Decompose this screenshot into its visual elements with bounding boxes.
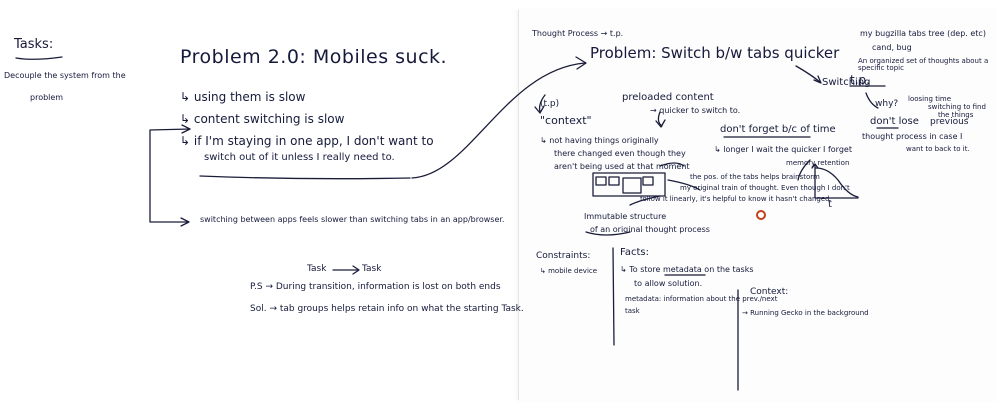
- longer-wait: ↳ longer I wait the quicker I forget: [714, 145, 852, 154]
- facts-divider: [612, 247, 615, 346]
- facts-item-1-line-2: to allow solution.: [634, 279, 703, 288]
- graph-axis-t: t: [828, 199, 832, 210]
- thought-process-label: Thought Process → t.p.: [532, 29, 624, 38]
- long-curved-arrow: [411, 62, 586, 179]
- immutable-line-2: of an original thought process: [590, 225, 710, 234]
- right-problem-heading: Problem: Switch b/w tabs quicker: [590, 44, 840, 62]
- not-having-line-3: aren't being used at that moment: [554, 162, 690, 171]
- sol-line: Sol. → tab groups helps retain info on w…: [250, 304, 524, 314]
- preloaded-line-2: → quicker to switch to.: [650, 106, 741, 115]
- loosing-line-3: the things: [938, 111, 974, 119]
- problem-point-1: ↳ using them is slow: [180, 90, 306, 104]
- dont-lose: don't lose: [870, 116, 919, 127]
- tp-label: t.p.: [850, 73, 870, 87]
- tabs-pos-line-3: follow it linearly, it's helpful to know…: [640, 195, 832, 203]
- dont-forget: don't forget b/c of time: [720, 124, 836, 135]
- problem-point-3-line-2: switch out of it unless I really need to…: [204, 152, 395, 163]
- memory-graph-axes: [814, 164, 859, 199]
- bracket-arrow-bottom: [180, 217, 190, 227]
- problem-point-2: ↳ content switching is slow: [180, 112, 345, 126]
- tasks-heading: Tasks:: [14, 37, 54, 52]
- facts-heading: Facts:: [620, 247, 649, 258]
- task-label-right: Task: [362, 264, 382, 274]
- why-label: why?: [875, 99, 899, 109]
- tasks-line-1: Decouple the system from the: [4, 71, 126, 80]
- thought-process-case: thought process in case I: [862, 132, 963, 141]
- tabs-pos-line-1: the pos. of the tabs helps brainstorm: [690, 173, 820, 181]
- long-arrow-head: [575, 56, 587, 70]
- context-heading: Context:: [750, 287, 789, 297]
- right-whiteboard-panel: [518, 10, 997, 400]
- loosing-line-1: loosing time: [908, 95, 952, 103]
- facts-item-1-line-1: ↳ To store metadata on the tasks: [620, 265, 754, 274]
- organized-thoughts: An organized set of thoughts about a spe…: [858, 57, 989, 73]
- ps-line: P.S → During transition, information is …: [250, 282, 501, 292]
- bugzilla-line-1: my bugzilla tabs tree (dep. etc): [860, 29, 986, 38]
- bracket-arrow-top: [181, 124, 191, 134]
- constraints-item: ↳ mobile device: [540, 267, 598, 275]
- left-bracket: [149, 128, 191, 223]
- tabs-pos-line-2: my original train of thought. Even thoug…: [680, 184, 850, 192]
- tp-tag: (t.p): [540, 99, 560, 109]
- firefox-logo: [756, 210, 766, 220]
- context-item: → Running Gecko in the background: [742, 309, 869, 317]
- preloaded-line-1: preloaded content: [622, 92, 714, 103]
- preloaded-arrow: [657, 111, 663, 127]
- want-back: want to back to it.: [906, 145, 970, 153]
- switching-label: Switching: [822, 77, 871, 88]
- memory-graph-curve: [815, 167, 859, 198]
- task-label-left: Task: [307, 264, 327, 274]
- tasks-underline: [15, 56, 63, 60]
- previous-label: previous: [930, 117, 969, 127]
- switching-arrow: [795, 65, 821, 83]
- facts-item-2-line-2: task: [625, 307, 640, 315]
- loosing-line-2: switching to find: [928, 103, 986, 111]
- immutable-line-1: Immutable structure: [584, 212, 667, 221]
- not-having-line-1: ↳ not having things originally: [540, 136, 659, 145]
- point3-underline: [199, 175, 411, 180]
- problem-title: Problem 2.0: Mobiles suck.: [180, 46, 448, 68]
- tab-strip-sketch: [592, 172, 666, 197]
- problem-point-3-line-1: ↳ if I'm staying in one app, I don't wan…: [180, 134, 434, 148]
- context-quote: "context": [540, 114, 592, 127]
- not-having-line-2: there changed even though they: [554, 149, 686, 158]
- bugzilla-line-2: cand, bug: [872, 43, 912, 52]
- constraints-heading: Constraints:: [536, 251, 591, 261]
- problem-point-4: switching between apps feels slower than…: [200, 215, 505, 224]
- facts-item-2-line-1: metadata: information about the prev./ne…: [625, 295, 778, 303]
- memory-retention: memory retention: [786, 159, 850, 167]
- tasks-line-2: problem: [30, 93, 64, 102]
